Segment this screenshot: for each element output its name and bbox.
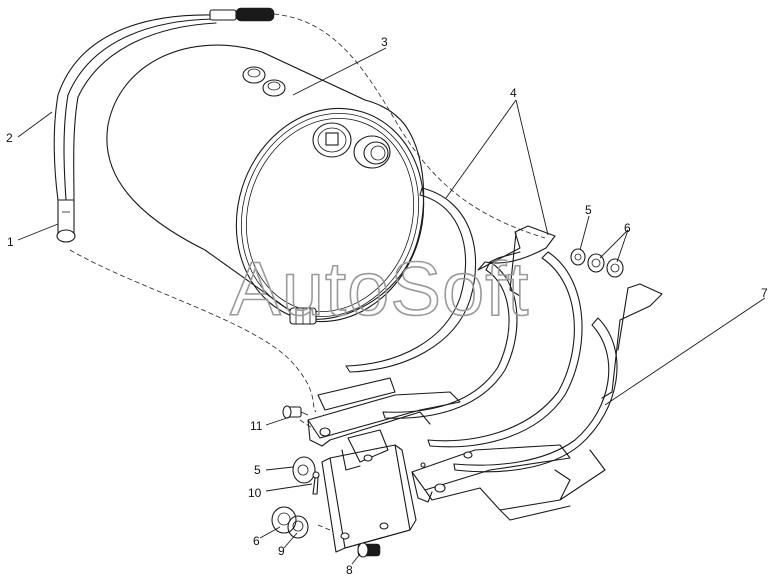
assembly-line-strap-top [273,13,546,239]
nut-6-lower [271,506,297,534]
washer-5-upper [570,248,586,266]
rubber-pad-1 [345,187,477,373]
assembly-line-bolt [299,419,316,431]
watermark: AutoSoft [230,247,530,332]
bolt-11 [282,405,309,419]
callout-7: 7 [761,286,768,300]
fuel-tank [106,44,425,325]
callout-11: 11 [250,419,263,433]
assembly-line-clamp [69,249,317,413]
callout-5-upper: 5 [585,203,592,217]
nut-6-upper-2 [606,258,624,278]
cotter-pin-10 [312,471,320,495]
strap-clamp [56,199,76,243]
callout-3: 3 [381,35,388,49]
leader-lines [17,47,766,565]
callout-labels: 1 2 3 4 5 6 7 11 5 10 6 9 8 [6,35,768,577]
callout-6-lower: 6 [253,534,260,548]
callout-9: 9 [278,544,285,558]
tank-strap [53,7,275,201]
washer-5-lower [292,456,316,484]
washer-9 [287,515,309,539]
callout-6-upper: 6 [624,221,631,235]
tank-bracket [307,225,663,521]
bolt-8 [357,542,381,558]
rubber-pad-2 [382,261,518,419]
callout-1: 1 [7,235,14,249]
nut-6-upper-1 [587,253,605,273]
top-nut-1 [242,66,266,84]
callout-4: 4 [510,86,517,100]
callout-8: 8 [346,563,353,577]
callout-5-lower: 5 [254,463,261,477]
rubber-pad-3 [427,251,583,448]
assembly-line-bolt-8 [317,524,331,531]
filler-cap [312,122,352,158]
drain-plug [289,307,317,325]
callout-2: 2 [6,131,13,145]
top-nut-2 [262,79,286,97]
rubber-pad-4 [453,317,618,473]
callout-10: 10 [248,486,262,500]
sensor-plug [353,135,391,169]
mounting-plate [321,429,417,553]
